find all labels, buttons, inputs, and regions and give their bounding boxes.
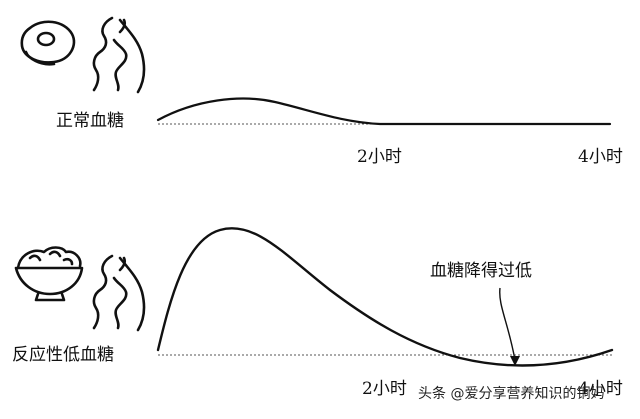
steak-icon bbox=[20, 20, 76, 66]
bottom-panel: 反应性低血糖 血糖降得过低 2小时 4小时 bbox=[12, 227, 623, 399]
top-blood-sugar-curve bbox=[156, 97, 612, 126]
digestive-system-icon bbox=[92, 254, 146, 332]
bottom-tick-2h: 2小时 bbox=[362, 379, 407, 399]
watermark: 头条 @爱分享营养知识的铜妈 bbox=[418, 385, 604, 402]
annotation-arrowhead bbox=[510, 356, 520, 366]
bottom-annotation: 血糖降得过低 bbox=[430, 261, 532, 281]
top-panel: 正常血糖 2小时 4小时 bbox=[20, 16, 623, 167]
bottom-panel-label: 反应性低血糖 bbox=[12, 345, 114, 365]
bottom-tick-4h: 4小时 bbox=[578, 379, 623, 399]
rice-bowl-icon bbox=[14, 246, 84, 302]
top-panel-label: 正常血糖 bbox=[56, 111, 124, 131]
top-tick-2h: 2小时 bbox=[357, 147, 402, 167]
digestive-system-icon bbox=[92, 16, 146, 94]
annotation-arrow bbox=[499, 287, 516, 361]
top-tick-4h: 4小时 bbox=[578, 147, 623, 167]
bottom-blood-sugar-curve bbox=[156, 227, 614, 367]
